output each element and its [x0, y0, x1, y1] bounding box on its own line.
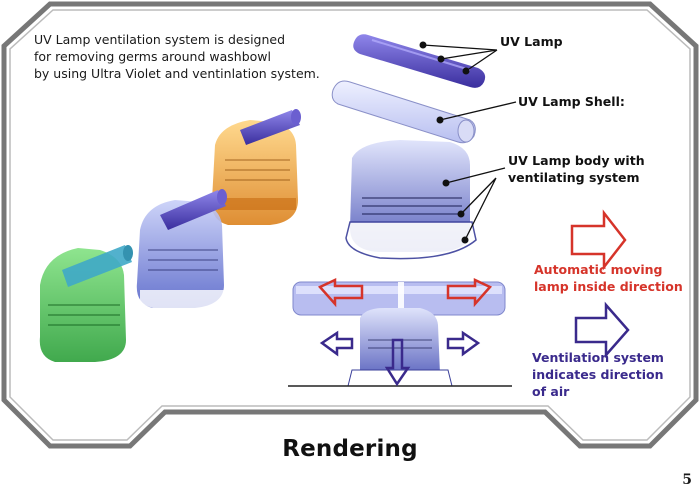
page-title: Rendering — [282, 436, 418, 462]
uv-lamp-shell-part — [331, 80, 476, 144]
ventilation-direction-arrows — [319, 330, 481, 387]
uv-lamp-shell-leader — [439, 101, 517, 121]
intro-line-2: for removing germs around washbowl — [34, 49, 271, 64]
page-number: 5 — [682, 472, 692, 488]
frame-border — [1, 1, 699, 449]
automatic-legend-arrow — [570, 209, 627, 271]
automatic-direction-arrows — [317, 278, 493, 308]
uv-lamp-body-label-line-2: ventilating system — [508, 170, 640, 185]
green-lamp-unit — [39, 245, 133, 362]
uv-lamp-body-part — [345, 140, 477, 260]
orange-lamp-unit — [211, 109, 301, 225]
intro-line-1: UV Lamp ventilation system is designed — [34, 32, 286, 47]
uv-lamp-body-leader-lines — [445, 167, 506, 241]
uv-lamp-body-label-line-1: UV Lamp body with — [508, 153, 645, 168]
uv-lamp-body-label: UV Lamp body with ventilating system — [508, 152, 645, 186]
ventilation-legend-line-1: Ventilation system — [532, 350, 664, 365]
frame-inner-border — [9, 9, 691, 441]
automatic-legend-text: Automatic moving lamp inside direction — [534, 261, 683, 295]
uv-lamp-leader-lines — [422, 44, 498, 72]
ventilation-legend-line-2: indicates direction — [532, 367, 664, 382]
ventilation-legend-line-3: of air — [532, 384, 570, 399]
intro-line-3: by using Ultra Violet and ventinlation s… — [34, 66, 320, 81]
intro-text: UV Lamp ventilation system is designed f… — [34, 31, 334, 82]
uv-lamp-shell-label: UV Lamp Shell: — [518, 94, 625, 109]
automatic-legend-line-2: lamp inside direction — [534, 279, 683, 294]
ventilation-legend-text: Ventilation system indicates direction o… — [532, 349, 664, 400]
automatic-legend-line-1: Automatic moving — [534, 262, 663, 277]
detail-render — [288, 281, 512, 387]
blue-lamp-unit — [136, 189, 227, 311]
uv-lamp-label: UV Lamp — [500, 34, 563, 49]
ventilation-legend-arrow — [574, 301, 630, 359]
uv-lamp-part — [353, 34, 486, 88]
